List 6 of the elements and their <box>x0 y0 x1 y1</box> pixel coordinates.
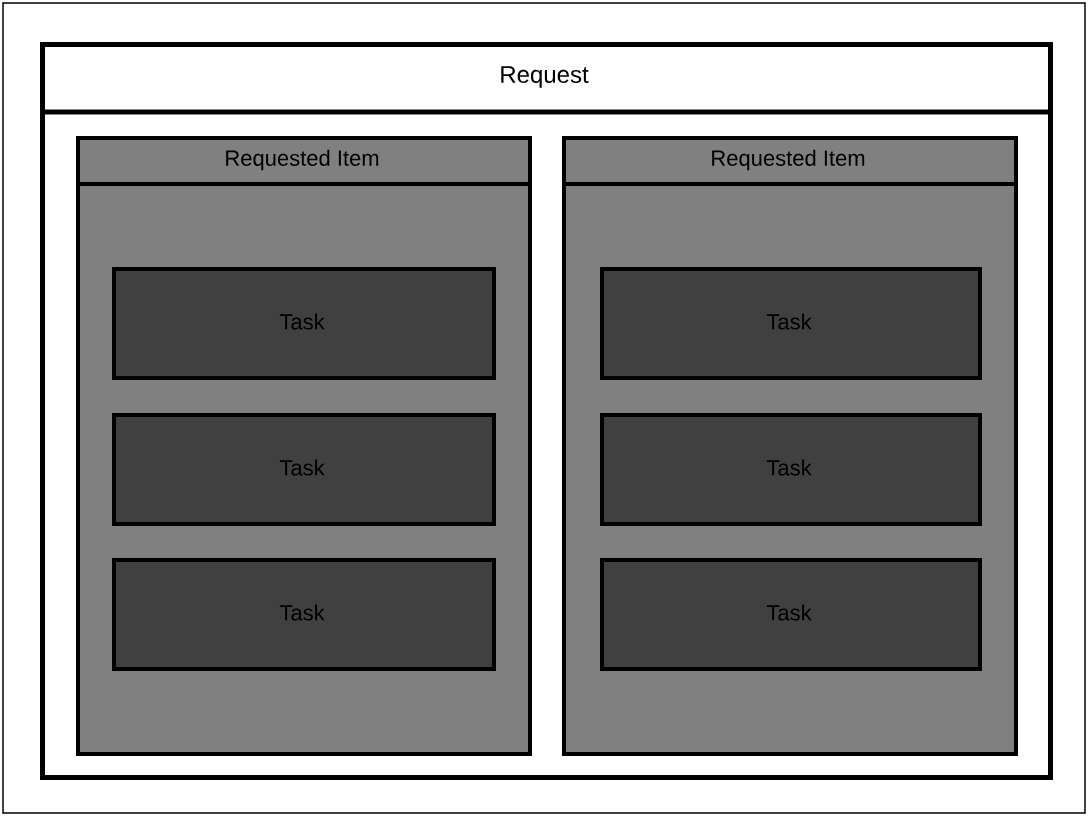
task-box: Task <box>600 267 982 380</box>
task-box: Task <box>112 558 496 671</box>
task-box: Task <box>112 267 496 380</box>
task-box: Task <box>600 558 982 671</box>
task-box: Task <box>112 413 496 526</box>
task-box: Task <box>600 413 982 526</box>
